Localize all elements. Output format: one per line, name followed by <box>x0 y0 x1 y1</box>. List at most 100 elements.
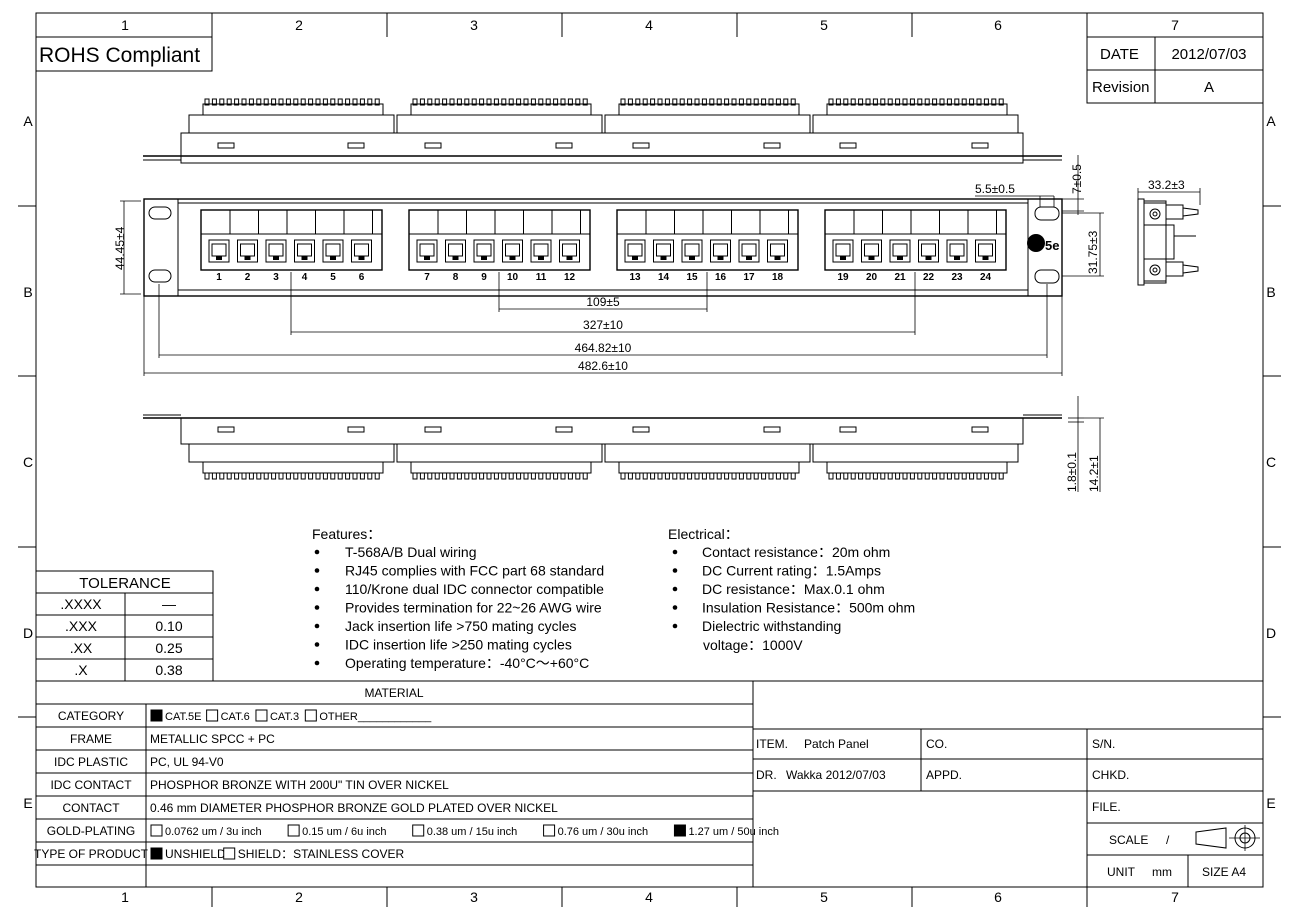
material-value: METALLIC SPCC + PC <box>150 732 275 746</box>
rj45-jack <box>624 239 646 263</box>
title-rohs: ROHS Compliant <box>39 44 200 67</box>
panel-slot <box>347 142 365 149</box>
row-ref: C <box>23 454 33 470</box>
panel-slot <box>424 426 442 433</box>
material-option: 0.76 um / 30u inch <box>558 826 649 838</box>
panel-slot <box>632 426 650 433</box>
checked-box <box>150 847 163 860</box>
rj45-jack <box>416 239 438 263</box>
idc-terminal-strip <box>826 103 1008 116</box>
revision-label: Revision <box>1092 79 1150 96</box>
bullet-icon <box>314 568 320 573</box>
tolerance-heading: TOLERANCE <box>79 575 170 592</box>
mount-hole <box>1034 206 1060 221</box>
material-label: TYPE OF PRODUCT <box>34 847 149 861</box>
rj45-jack <box>710 239 731 263</box>
port-number: 15 <box>686 272 698 283</box>
bottom-view: 1.8±0.1 14.2±1 <box>143 396 1104 492</box>
rj45-jack <box>832 239 854 263</box>
column-ref: 7 <box>1171 889 1179 905</box>
rj45-jack <box>237 239 258 263</box>
cat5e-logo: 5e <box>1027 234 1059 253</box>
bullet-icon <box>314 586 320 592</box>
dr-value: Wakka 2012/07/03 <box>786 768 886 782</box>
material-option: 1.27 um / 50u inch <box>688 826 779 838</box>
electrical-item: Insulation Resistance：500m ohm <box>702 600 915 616</box>
material-label: GOLD-PLATING <box>47 824 135 838</box>
port-number: 8 <box>453 272 459 283</box>
port-number: 16 <box>715 272 727 283</box>
panel-slot <box>971 426 989 433</box>
idc-module <box>812 114 1019 134</box>
material-label: IDC CONTACT <box>50 778 132 792</box>
port-number: 5 <box>330 272 336 283</box>
port-number: 21 <box>894 272 906 283</box>
port-number: 18 <box>772 272 784 283</box>
electrical-item: Dielectric withstanding <box>702 618 841 634</box>
idc-module <box>396 443 603 463</box>
features-heading: Features： <box>312 526 381 542</box>
port-number: 12 <box>564 272 576 283</box>
dim-depth: 33.2±3 <box>1148 178 1185 192</box>
rj45-jack <box>559 239 580 263</box>
port-number: 14 <box>658 272 670 283</box>
port-number: 10 <box>507 272 519 283</box>
tolerance-format: .X <box>74 662 88 678</box>
port-number: 1 <box>216 272 222 283</box>
rj45-jack <box>351 239 372 263</box>
bullet-icon <box>314 605 320 610</box>
row-ref: E <box>1266 795 1275 811</box>
rj45-jack <box>975 239 996 263</box>
dr-label: DR. <box>756 768 777 782</box>
rj45-jack <box>208 239 230 263</box>
column-ref: 3 <box>470 889 478 905</box>
mount-hole <box>1034 269 1060 284</box>
panel-slot <box>839 142 857 149</box>
material-label: CONTACT <box>62 801 120 815</box>
electrical-continuation: voltage：1000V <box>703 637 803 653</box>
feature-item: Operating temperature：-40°C～+60°C <box>345 655 589 671</box>
idc-module <box>604 443 811 463</box>
panel-slot <box>347 426 365 433</box>
port-number: 3 <box>273 272 279 283</box>
drawing-border <box>35 12 1264 888</box>
dim-height: 44.45±4 <box>113 226 127 270</box>
port-group <box>616 209 799 271</box>
mount-hole <box>148 269 172 283</box>
material-option: 0.15 um / 6u inch <box>302 826 386 838</box>
port-number: 17 <box>743 272 755 283</box>
column-ref: 7 <box>1171 17 1179 33</box>
appd-label: APPD. <box>926 768 962 782</box>
material-value: 0.46 mm DIAMETER PHOSPHOR BRONZE GOLD PL… <box>150 801 558 815</box>
dim-outer-ports: 327±10 <box>583 318 623 332</box>
tolerance-format: .XX <box>70 640 93 656</box>
idc-terminal-strip <box>410 103 592 116</box>
co-label: CO. <box>926 737 947 751</box>
rj45-jack <box>502 239 523 263</box>
column-ref: 4 <box>645 17 653 33</box>
scale-value: / <box>1166 833 1170 847</box>
panel-slot <box>763 142 781 149</box>
material-option: CAT.3 <box>270 711 299 723</box>
column-ref: 4 <box>645 889 653 905</box>
file-label: FILE. <box>1092 800 1121 814</box>
column-ref: 3 <box>470 17 478 33</box>
tolerance-value: — <box>162 596 176 612</box>
dim-idc-height: 14.2±1 <box>1087 455 1101 492</box>
column-ref: 1 <box>121 889 129 905</box>
scale-label: SCALE <box>1109 833 1148 847</box>
row-ref: B <box>23 284 32 300</box>
row-ref: D <box>1266 625 1276 641</box>
checkbox <box>304 709 317 722</box>
front-dimensions: 44.45±4 109±5 327±10 464.82±10 482.6±10 … <box>113 155 1104 376</box>
item-value: Patch Panel <box>804 737 869 751</box>
row-ref: A <box>1266 113 1276 129</box>
rj45-jack <box>473 239 495 263</box>
checkbox <box>255 709 268 722</box>
dim-hole-spacing: 31.75±3 <box>1086 230 1100 274</box>
dim-thickness: 1.8±0.1 <box>1065 452 1079 492</box>
